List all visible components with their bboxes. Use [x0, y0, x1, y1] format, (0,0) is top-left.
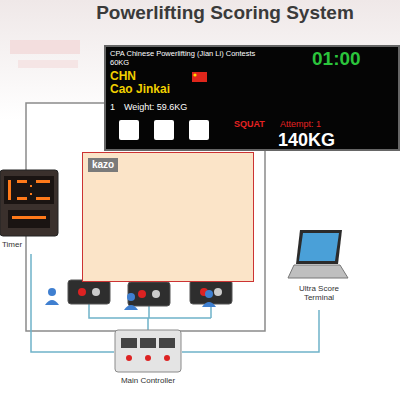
device-label: Main Controller	[114, 376, 182, 385]
white-button	[152, 290, 160, 298]
digit-segment	[12, 216, 46, 219]
digit-segment	[30, 193, 32, 195]
digit-segment	[36, 197, 50, 200]
referee-icon	[45, 300, 59, 305]
scoreboard-text: 60KG	[110, 59, 129, 68]
controller-panel	[159, 338, 175, 348]
referee-controller	[68, 280, 232, 306]
timer-face	[4, 176, 54, 204]
referee-controller	[68, 280, 110, 304]
controller-button	[126, 355, 132, 361]
countdown: 01:00	[312, 48, 361, 70]
scoreboard: CPA Chinese Powerlifting (Jian Li) Conte…	[104, 45, 400, 151]
country-code: CHN	[110, 70, 136, 84]
digit-segment	[17, 180, 27, 183]
score-terminal: Ultra Score Terminal	[284, 226, 354, 310]
lifter-name: Cao Jinkai	[110, 83, 170, 97]
flag-star	[193, 73, 196, 76]
timer-display: Timer	[0, 168, 62, 254]
lot-number: 1	[110, 102, 115, 112]
light-box	[189, 120, 209, 140]
referee-icon	[205, 290, 213, 298]
controller-case	[115, 330, 181, 372]
referee-controller	[190, 280, 232, 304]
white-button	[214, 288, 222, 296]
lifting-platform: kazo	[82, 152, 254, 282]
referee-icon	[124, 305, 138, 310]
digit-segment	[30, 185, 32, 187]
backdrop-banner	[18, 60, 78, 68]
light-box	[119, 120, 139, 140]
platform-logo: kazo	[88, 158, 118, 172]
red-button	[78, 288, 86, 296]
flag	[192, 72, 207, 82]
digit-segment	[17, 197, 27, 200]
laptop-base	[288, 265, 348, 278]
referee-icon	[48, 288, 56, 296]
main-controller: Main Controller	[114, 328, 182, 392]
referee-controller	[128, 282, 170, 306]
red-button	[138, 290, 146, 298]
white-button	[92, 288, 100, 296]
controller-art	[114, 328, 182, 374]
controller-panel	[121, 338, 137, 348]
scoreboard-text: CPA Chinese Powerlifting (Jian Li) Conte…	[110, 50, 255, 59]
referee-wire	[89, 304, 211, 330]
digit-segment	[36, 180, 50, 183]
diagram-title: Powerlifting Scoring System	[60, 2, 390, 24]
controller-button	[164, 355, 170, 361]
lift-name: SQUAT	[234, 119, 265, 129]
attempt-weight: 140KG	[278, 130, 335, 151]
referee-icon	[202, 302, 216, 307]
body-weight: Weight: 59.6KG	[124, 102, 187, 112]
device-label: Timer	[2, 240, 22, 249]
laptop-screen	[296, 230, 342, 264]
controller-button	[145, 355, 151, 361]
referee-icon	[127, 293, 135, 301]
laptop-art	[284, 226, 354, 284]
light-box	[154, 120, 174, 140]
device-label: Ultra Score Terminal	[284, 284, 354, 302]
controller-panel	[140, 338, 156, 348]
timer-face	[8, 210, 50, 228]
timer-art	[0, 168, 62, 238]
timer-case	[0, 170, 58, 236]
backdrop-banner	[10, 40, 80, 54]
signal-cable	[182, 310, 319, 352]
digit-segment	[8, 180, 11, 200]
attempt-number: Attempt: 1	[280, 119, 321, 129]
laptop-display	[299, 233, 339, 261]
